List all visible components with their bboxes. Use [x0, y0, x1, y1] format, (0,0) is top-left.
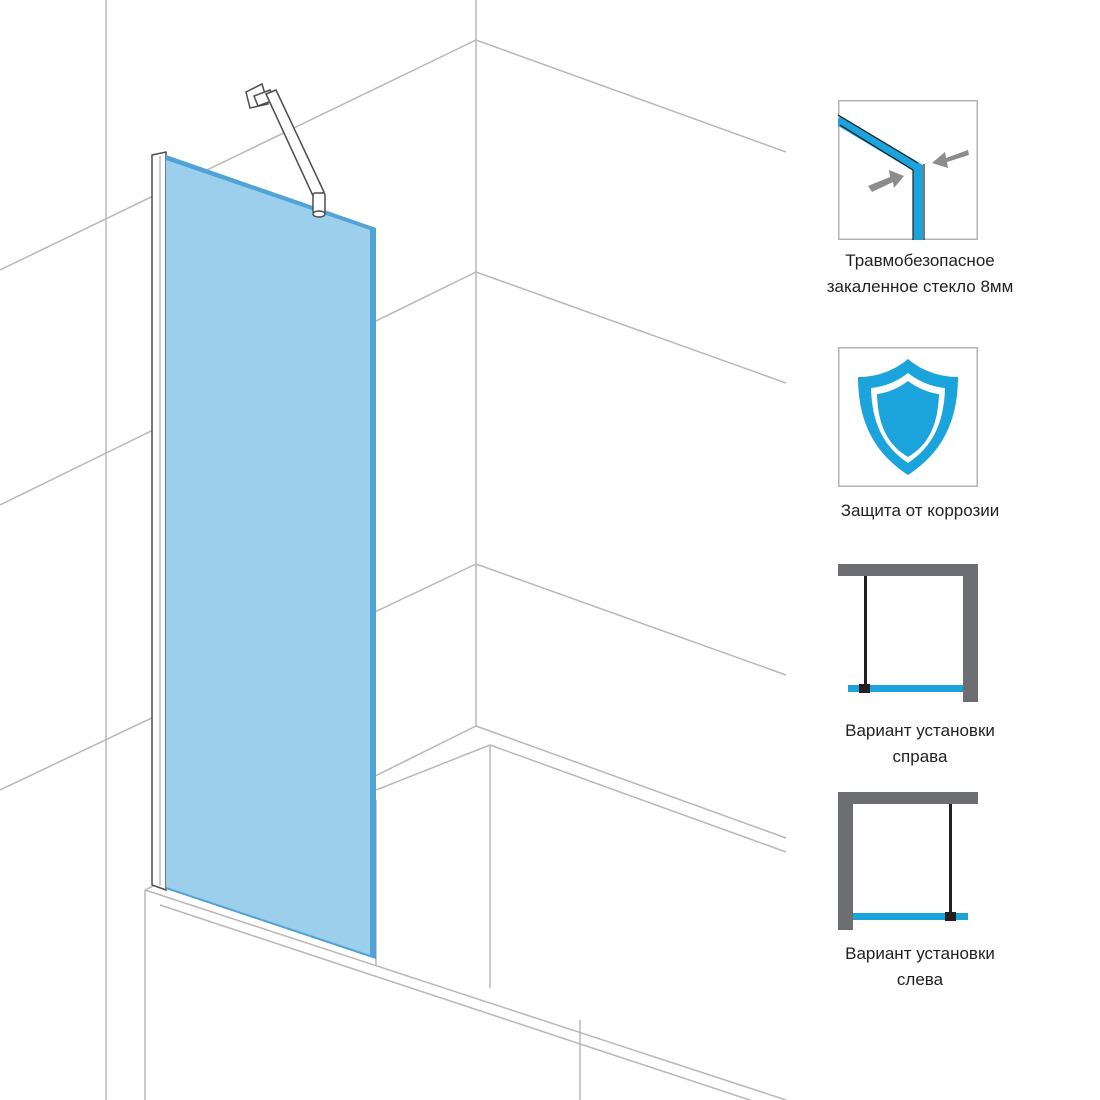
install-left-caption: Вариант установки слева	[770, 941, 1070, 993]
caption-line: Защита от коррозии	[840, 501, 1000, 520]
install-right-icon	[838, 564, 978, 704]
caption-line: Вариант установки	[845, 944, 995, 963]
shield-icon	[838, 347, 978, 487]
install-left-icon	[838, 792, 978, 932]
tempered-glass-icon	[835, 100, 978, 240]
wall-profile	[151, 151, 167, 892]
caption-line: справа	[892, 747, 948, 766]
caption-line: Вариант установки	[845, 721, 995, 740]
caption-line: Травмобезопасное	[845, 251, 995, 270]
caption-line: слева	[896, 970, 944, 989]
install-right-caption: Вариант установки справа	[770, 718, 1070, 770]
corrosion-caption: Защита от коррозии	[770, 498, 1070, 524]
stabilizer-bar	[245, 82, 326, 218]
tempered-glass-caption: Травмобезопасное закаленное стекло 8мм	[770, 248, 1070, 300]
caption-line: закаленное стекло 8мм	[826, 277, 1014, 296]
glass-panel	[165, 155, 377, 959]
